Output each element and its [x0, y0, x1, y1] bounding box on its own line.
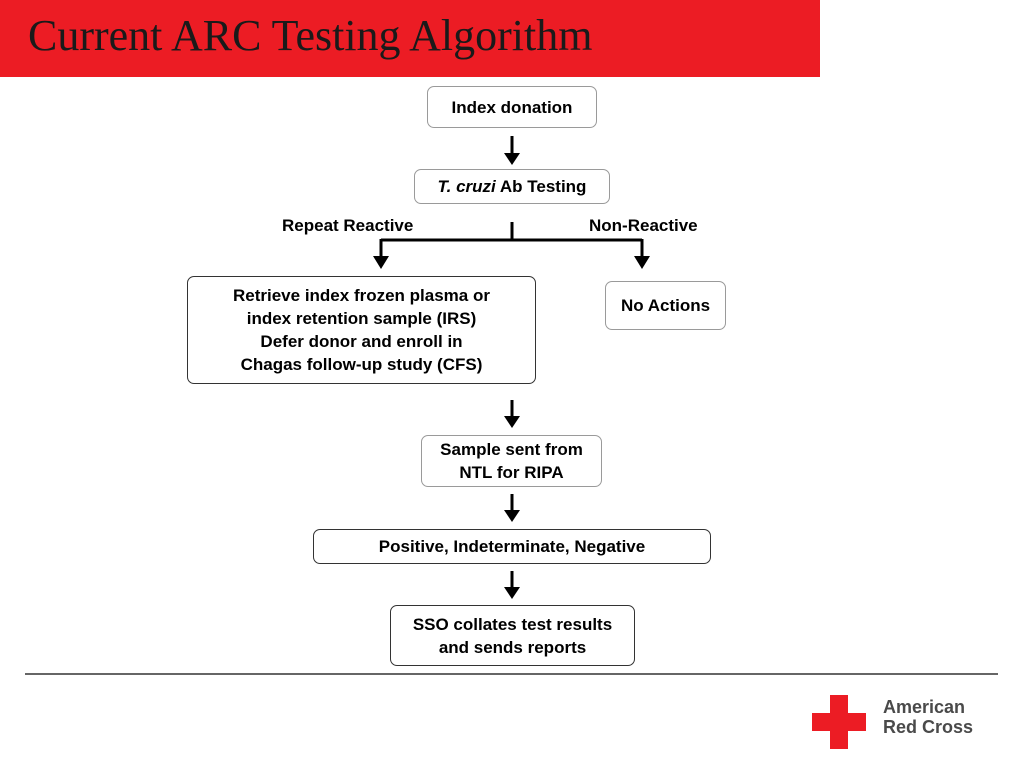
- index-donation-label: Index donation: [451, 97, 573, 117]
- logo-line-2: Red Cross: [883, 717, 974, 737]
- no-actions-label: No Actions: [620, 296, 711, 315]
- footer-divider: [25, 673, 998, 675]
- retrieve-line-1: Retrieve index frozen plasma or: [233, 286, 490, 305]
- non-reactive-label: Non-Reactive: [589, 216, 698, 235]
- sso-line-2: and sends reports: [438, 637, 587, 657]
- slide-title: Current ARC Testing Algorithm: [28, 11, 593, 60]
- american-red-cross-logo: American Red Cross: [812, 695, 992, 753]
- sample-sent-box: Sample sent from NTL for RIPA: [421, 435, 602, 487]
- retrieve-defer-box: Retrieve index frozen plasma or index re…: [187, 276, 536, 384]
- repeat-reactive-label: Repeat Reactive: [282, 216, 414, 235]
- logo-wordmark: American Red Cross: [883, 697, 973, 737]
- no-actions-box: No Actions: [605, 281, 726, 330]
- title-bar: Current ARC Testing Algorithm: [0, 0, 820, 77]
- arrowhead-to-retrieve: [373, 256, 389, 269]
- index-donation-box: Index donation: [427, 86, 597, 128]
- ab-testing-box: T. cruzi Ab Testing: [414, 169, 610, 204]
- arrowhead-retrieve-to-sample: [504, 416, 520, 428]
- red-cross-icon: [812, 695, 866, 749]
- arrowhead-results-to-sso: [504, 587, 520, 599]
- sso-line-1: SSO collates test results: [412, 614, 613, 634]
- arrowhead-sample-to-results: [504, 510, 520, 522]
- retrieve-line-4: Chagas follow-up study (CFS): [240, 355, 483, 374]
- logo-line-1: American: [883, 697, 966, 717]
- arrowhead-to-no-actions: [634, 256, 650, 269]
- results-label: Positive, Indeterminate, Negative: [378, 537, 646, 556]
- sample-sent-line-2: NTL for RIPA: [459, 463, 564, 482]
- sample-sent-line-1: Sample sent from: [440, 440, 583, 459]
- ab-testing-label: T. cruzi Ab Testing: [438, 175, 587, 198]
- ab-testing-text: Ab Testing: [495, 177, 587, 196]
- sso-box: SSO collates test results and sends repo…: [390, 605, 635, 666]
- retrieve-line-3: Defer donor and enroll in: [260, 332, 463, 351]
- ab-testing-organism: T. cruzi: [437, 177, 496, 196]
- retrieve-line-2: index retention sample (IRS): [246, 309, 477, 328]
- results-box: Positive, Indeterminate, Negative: [313, 529, 711, 564]
- arrowhead-index-to-testing: [504, 153, 520, 165]
